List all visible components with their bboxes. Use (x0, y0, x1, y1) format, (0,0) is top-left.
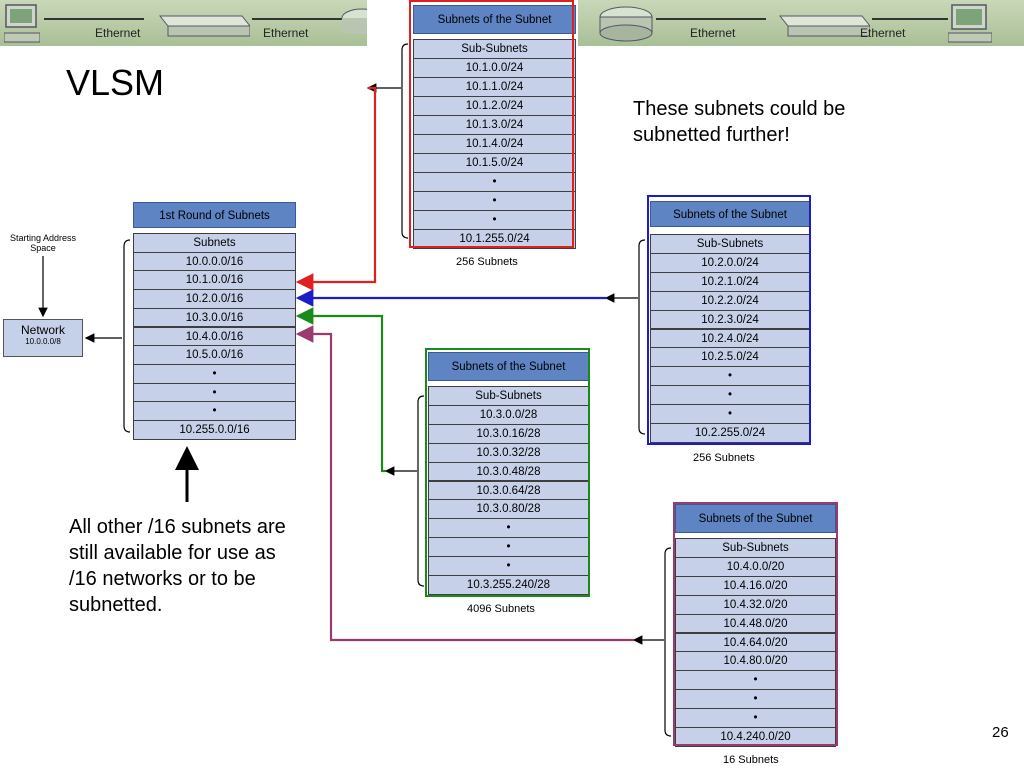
slide-title: VLSM (66, 62, 165, 103)
table-row: 10.5.0.0/16 (133, 345, 296, 365)
ethernet-line (44, 18, 144, 20)
table-column-header: Sub-Subnets (428, 386, 589, 406)
red-connector (295, 86, 377, 291)
network-address: 10.0.0.0/8 (25, 337, 61, 346)
table-header: Subnets of the Subnet (675, 504, 836, 533)
purple-connector (295, 325, 634, 642)
bracket-green (417, 395, 425, 587)
network-box: Network 10.0.0.0/8 (3, 319, 83, 357)
note-available: All other /16 subnets are still availabl… (69, 516, 286, 616)
caption-purple: 16 Subnets (723, 754, 779, 766)
computer-icon (3, 3, 41, 43)
ethernet-label: Ethernet (263, 26, 309, 40)
table-row: 10.4.240.0/20 (675, 727, 836, 747)
table-row: 10.2.3.0/24 (650, 309, 810, 330)
purple-frame (673, 502, 838, 746)
table-header: 1st Round of Subnets (133, 202, 296, 228)
table-row: 10.1.255.0/24 (413, 229, 576, 249)
red-frame (409, 0, 574, 248)
green-connector (295, 307, 386, 473)
green-frame (425, 348, 590, 597)
table-row: 10.2.255.0/24 (650, 423, 810, 443)
ethernet-line (252, 18, 342, 20)
table-header: Subnets of the Subnet (413, 5, 576, 34)
bracket-red (401, 43, 409, 239)
network-title: Network (20, 323, 65, 337)
page-number: 26 (992, 724, 1009, 741)
table-row: 10.3.0.32/28 (428, 442, 589, 463)
table-row: 10.1.4.0/24 (413, 134, 576, 154)
table-header: Subnets of the Subnet (650, 201, 810, 227)
top-banner-right: Ethernet Ethernet (578, 0, 1024, 46)
caption-blue: 256 Subnets (693, 452, 755, 464)
caption-green: 4096 Subnets (467, 603, 535, 615)
note-further: These subnets could be subnetted further… (633, 98, 846, 146)
bracket-purple (664, 547, 672, 737)
ethernet-label: Ethernet (690, 26, 736, 40)
computer-icon (947, 3, 993, 43)
blue-frame (647, 195, 811, 445)
router-icon (598, 3, 654, 43)
top-banner-left: Ethernet Ethernet (0, 0, 383, 46)
ethernet-label: Ethernet (860, 26, 906, 40)
table-header: Subnets of the Subnet (428, 352, 589, 381)
table-row: 10.4.80.0/20 (675, 651, 836, 672)
switch-icon (770, 12, 872, 38)
starting-address-label: Starting Address Space (9, 233, 77, 253)
table-row: 10.3.0.48/28 (428, 461, 589, 482)
table-column-header: Sub-Subnets (413, 39, 576, 59)
table-row: 10.3.255.240/28 (428, 575, 589, 595)
ethernet-line (872, 18, 948, 20)
bracket-blue (638, 239, 646, 435)
ethernet-line (656, 18, 766, 20)
table-row: 10.255.0.0/16 (133, 420, 296, 440)
caption-red: 256 Subnets (456, 256, 518, 268)
ethernet-label: Ethernet (95, 26, 141, 40)
table-row: 10.1.1.0/24 (413, 77, 576, 97)
table-row: 10.4.32.0/20 (675, 594, 836, 615)
bracket-first (123, 239, 131, 433)
